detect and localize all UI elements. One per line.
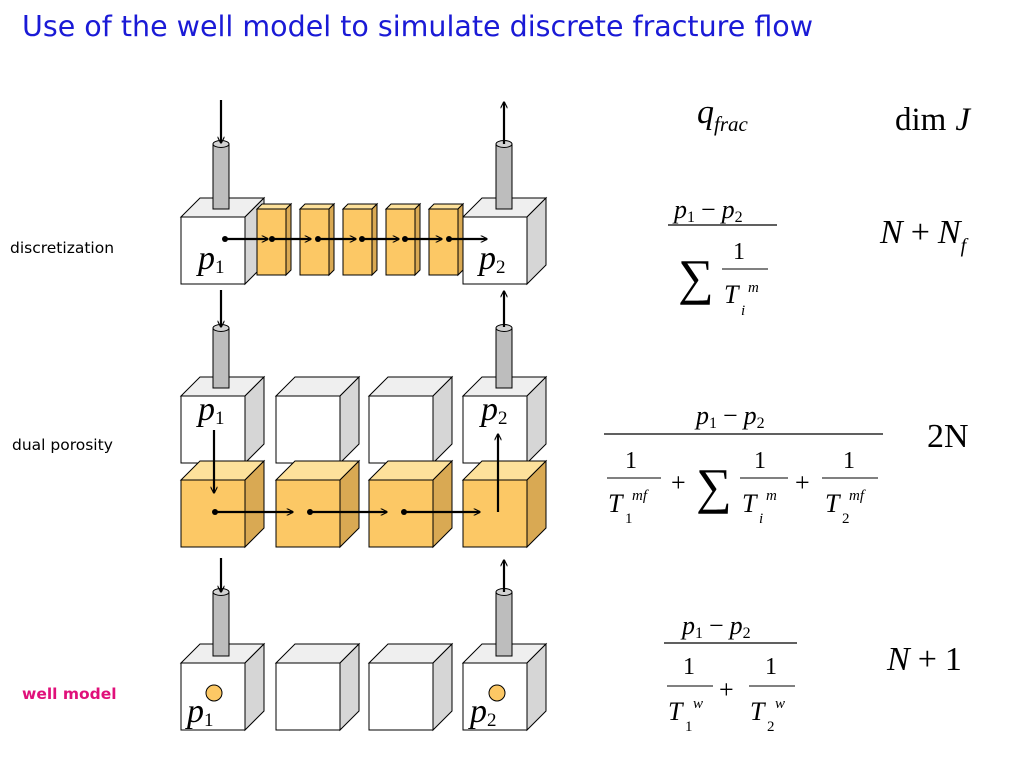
row-label-well-model: well model — [22, 685, 117, 703]
row2-fracture-cube-4 — [461, 459, 548, 549]
formula2-term2-one: 1 — [754, 448, 766, 474]
row1-left-pressure-label: p1 — [196, 240, 225, 278]
formula1-denominator: Tim — [724, 280, 759, 319]
row-label-dual-porosity: dual porosity — [12, 436, 113, 454]
row1-flow-arrow-2-dot — [269, 236, 275, 242]
formula2-term1-one: 1 — [625, 448, 637, 474]
header-q-frac: qfrac — [697, 94, 749, 136]
formula3-term1-one: 1 — [683, 654, 695, 680]
page-title: Use of the well model to simulate discre… — [22, 10, 814, 43]
cube-layer — [179, 196, 548, 732]
formula-dual-porosity: p1−p2 1 T1mf + ∑ 1 Tim + 1 T2mf — [604, 401, 883, 527]
row2-left-pressure-label: p1 — [196, 391, 225, 429]
row1-right-pressure-label: p2 — [477, 240, 506, 278]
formula2-numerator: p1−p2 — [694, 401, 765, 432]
row3-matrix-cube-4 — [461, 642, 548, 732]
formula1-numerator: p1−p2 — [672, 195, 743, 226]
formula1-one: 1 — [733, 239, 745, 265]
formula-discretization: p1−p2 ∑ 1 Tim — [668, 195, 777, 319]
row1-flow-arrow-6-dot — [446, 236, 452, 242]
formula-well-model: p1−p2 1 T1w + 1 T2w — [664, 611, 797, 735]
formula2-term3-one: 1 — [843, 448, 855, 474]
row2-flow-arrow-1-dot — [212, 509, 218, 515]
formula3-term2-one: 1 — [765, 654, 777, 680]
row2-flow-arrow-3-dot — [401, 509, 407, 515]
row3-right-well-node — [488, 684, 506, 702]
row2-fracture-cube-2 — [274, 459, 361, 549]
row2-flow-arrow-2-dot — [307, 509, 313, 515]
row3-matrix-cube-3 — [367, 642, 454, 732]
formula2-plus-1: + — [671, 468, 686, 497]
formula2-term3-denominator: T2mf — [825, 488, 866, 527]
row-label-discretization: discretization — [10, 239, 115, 257]
row2-fracture-cube-1 — [179, 459, 266, 549]
row3-matrix-cube-2 — [274, 642, 361, 732]
row1-right-matrix-cube — [461, 196, 548, 286]
row1-flow-arrow-1-dot — [222, 236, 228, 242]
formula3-term2-denominator: T2w — [750, 696, 785, 735]
row2-fracture-cube-3 — [367, 459, 454, 549]
fracture-segment-4 — [384, 202, 422, 277]
row3-right-pressure-label: p2 — [468, 693, 497, 731]
formula3-numerator: p1−p2 — [680, 611, 751, 642]
row3-left-pressure-label: p1 — [185, 693, 214, 731]
row2-right-well-pipe — [495, 324, 513, 389]
formula2-sum-sign: ∑ — [696, 458, 732, 514]
row3-right-well-pipe — [495, 588, 513, 657]
formula3-plus: + — [719, 675, 734, 704]
formula2-term2-denominator: Tim — [742, 488, 777, 527]
flow-arrow-layer — [212, 100, 504, 592]
row1-left-well-pipe — [212, 140, 230, 210]
row3-left-well-pipe — [212, 588, 230, 657]
row2-matrix-cube-2 — [274, 375, 361, 465]
dim-well-model: N+1 — [886, 641, 962, 678]
fracture-segment-5 — [427, 202, 465, 277]
row2-left-well-pipe — [212, 324, 230, 389]
row3-left-well-node — [205, 684, 223, 702]
row1-right-well-pipe — [495, 140, 513, 210]
row1-flow-arrow-5-dot — [402, 236, 408, 242]
dim-discretization: N+Nf — [879, 214, 969, 257]
dim-dual-porosity: 2N — [927, 418, 969, 455]
row2-right-pressure-label: p2 — [479, 391, 508, 429]
row2-matrix-cube-3 — [367, 375, 454, 465]
row1-flow-arrow-3-dot — [315, 236, 321, 242]
row1-flow-arrow-4-dot — [359, 236, 365, 242]
formula2-plus-2: + — [795, 468, 810, 497]
formula2-term1-denominator: T1mf — [608, 488, 649, 527]
formula3-term1-denominator: T1w — [668, 696, 703, 735]
formula1-sum-sign: ∑ — [678, 249, 714, 305]
pipe-layer — [212, 140, 513, 657]
row1-left-matrix-cube — [179, 196, 266, 286]
